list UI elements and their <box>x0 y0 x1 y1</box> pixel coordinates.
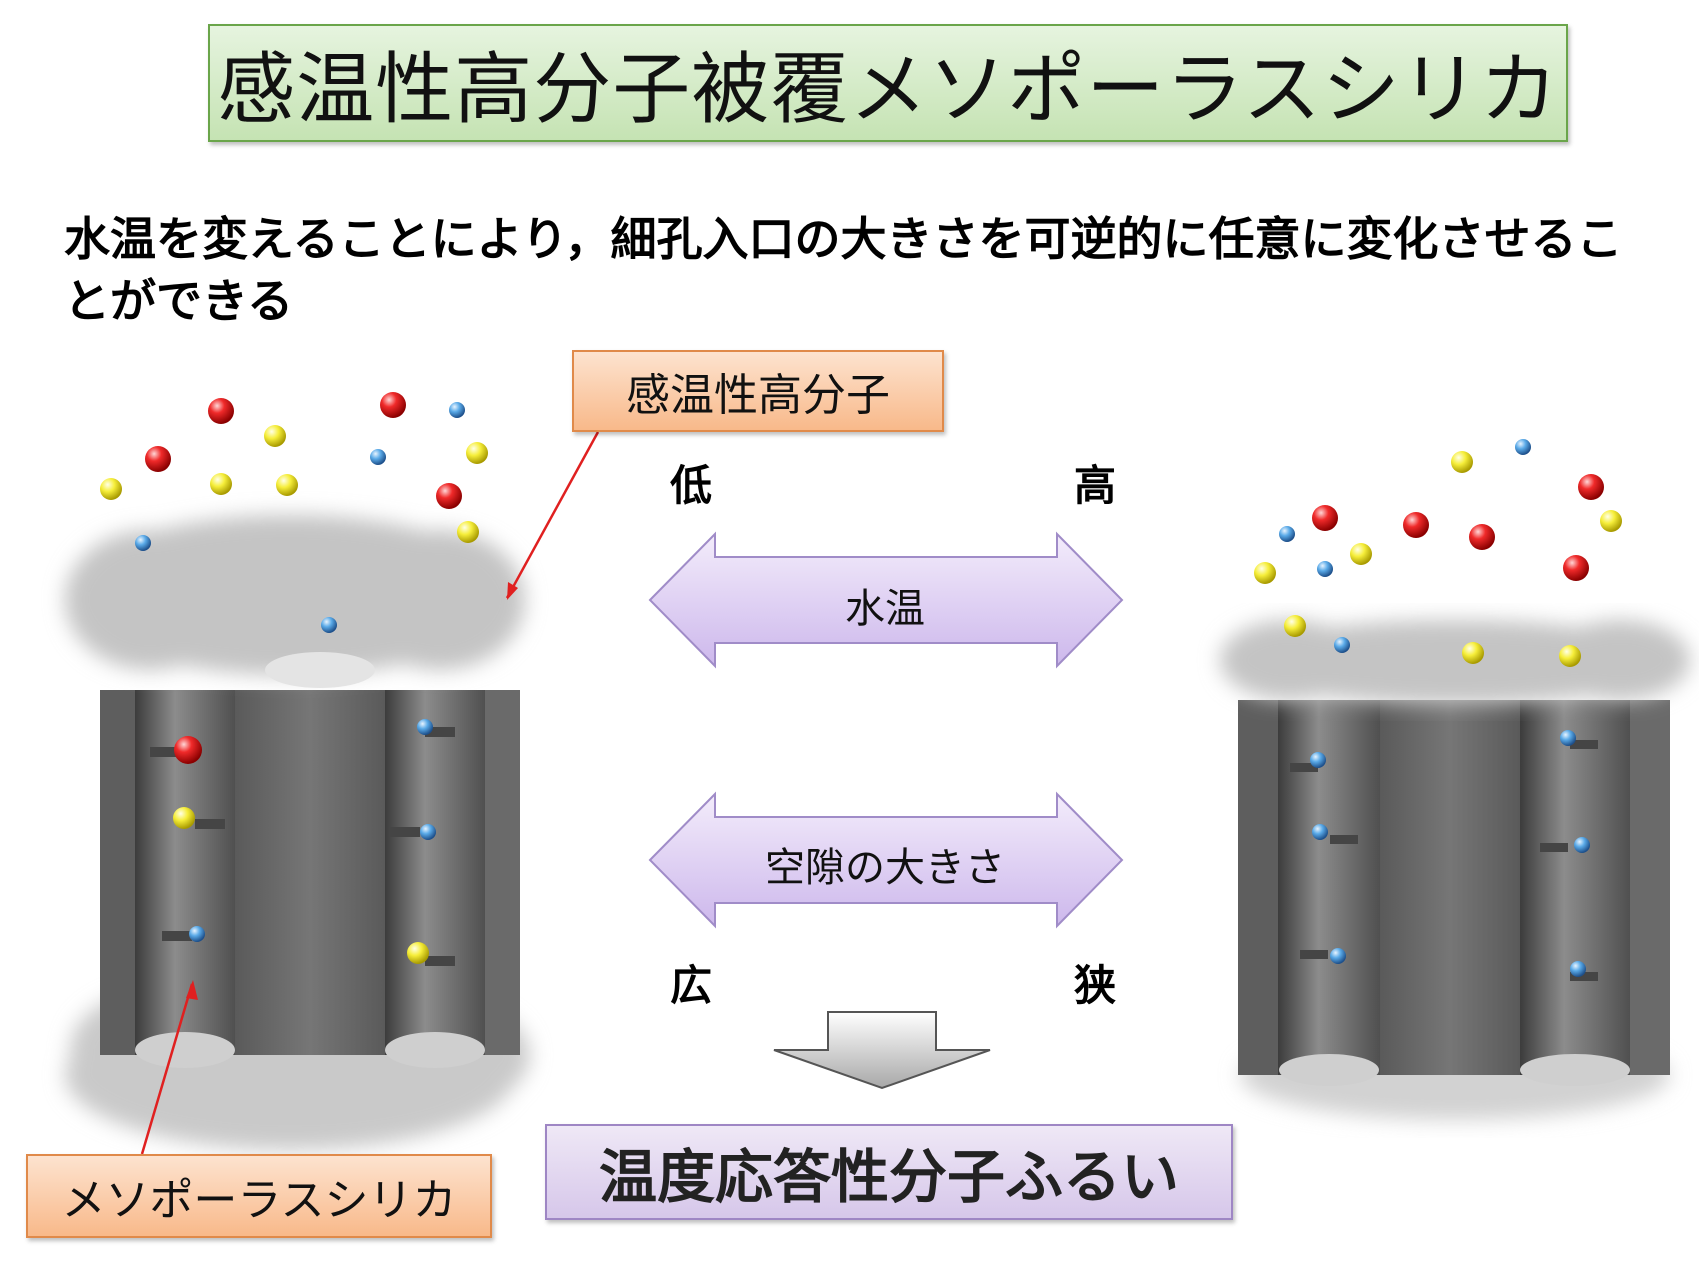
molecule-yellow <box>100 478 122 500</box>
left-molecules <box>100 392 488 964</box>
molecule-blue <box>420 824 436 840</box>
molecule-blue <box>1334 637 1350 653</box>
molecule-red <box>208 398 234 424</box>
molecule-blue <box>321 617 337 633</box>
left-pore-opening <box>265 652 375 688</box>
molecule-blue <box>135 535 151 551</box>
pore-size-label: 空隙の大きさ <box>765 845 1005 891</box>
right-mesoporous-silica <box>1238 700 1670 1086</box>
molecule-blue <box>449 402 465 418</box>
molecule-yellow <box>1559 645 1581 667</box>
molecule-yellow <box>466 442 488 464</box>
molecule-yellow <box>407 942 429 964</box>
molecule-yellow <box>1600 510 1622 532</box>
water-temperature-label: 水温 <box>845 586 925 632</box>
right-molecules <box>1254 439 1622 977</box>
molecule-red <box>380 392 406 418</box>
page-title: 感温性高分子被覆メソポーラスシリカ <box>208 24 1568 142</box>
molecule-yellow <box>210 473 232 495</box>
result-label: 温度応答性分子ふるい <box>545 1124 1233 1220</box>
molecule-red <box>1403 512 1429 538</box>
molecule-red <box>174 736 202 764</box>
molecule-yellow <box>1284 615 1306 637</box>
molecule-blue <box>189 926 205 942</box>
molecule-red <box>1563 555 1589 581</box>
lead-description: 水温を変えることにより，細孔入口の大きさを可逆的に任意に変化させることができる <box>64 212 1623 328</box>
result-down-arrow <box>773 1011 991 1090</box>
molecule-yellow <box>1462 642 1484 664</box>
right-polymer-stubs <box>1290 740 1598 981</box>
water-temp-high-label: 高 <box>1074 461 1117 510</box>
water-temperature-double-arrow <box>648 531 1124 669</box>
molecule-blue <box>1279 526 1295 542</box>
molecule-blue <box>1574 837 1590 853</box>
molecule-yellow <box>1254 562 1276 584</box>
molecule-yellow <box>173 807 195 829</box>
pore-size-double-arrow <box>648 791 1124 929</box>
polymer-pointer-line <box>505 431 600 599</box>
pore-narrow-label: 狭 <box>1074 961 1117 1010</box>
left-top-polymer-cloud <box>65 515 525 675</box>
molecule-yellow <box>457 521 479 543</box>
molecule-blue <box>1515 439 1531 455</box>
molecule-yellow <box>264 425 286 447</box>
molecule-blue <box>1310 752 1326 768</box>
left-polymer-stubs <box>150 727 455 966</box>
callout-thermosensitive-polymer: 感温性高分子 <box>572 350 944 432</box>
molecule-red <box>436 483 462 509</box>
molecule-blue <box>1317 561 1333 577</box>
left-mesoporous-silica <box>100 690 520 1068</box>
pore-wide-label: 広 <box>670 961 713 1010</box>
callout-mesoporous-silica: メソポーラスシリカ <box>26 1154 492 1238</box>
molecule-blue <box>1330 948 1346 964</box>
silica-pointer-line <box>140 983 194 1155</box>
molecule-blue <box>370 449 386 465</box>
molecule-blue <box>1570 961 1586 977</box>
molecule-red <box>1578 474 1604 500</box>
molecule-yellow <box>276 474 298 496</box>
molecule-blue <box>417 719 433 735</box>
molecule-red <box>1312 505 1338 531</box>
molecule-yellow <box>1350 543 1372 565</box>
molecule-blue <box>1560 730 1576 746</box>
water-temp-low-label: 低 <box>670 461 713 510</box>
callout-pointers <box>140 431 600 1155</box>
molecule-red <box>145 446 171 472</box>
molecule-yellow <box>1451 451 1473 473</box>
molecule-red <box>1469 524 1495 550</box>
molecule-blue <box>1312 824 1328 840</box>
